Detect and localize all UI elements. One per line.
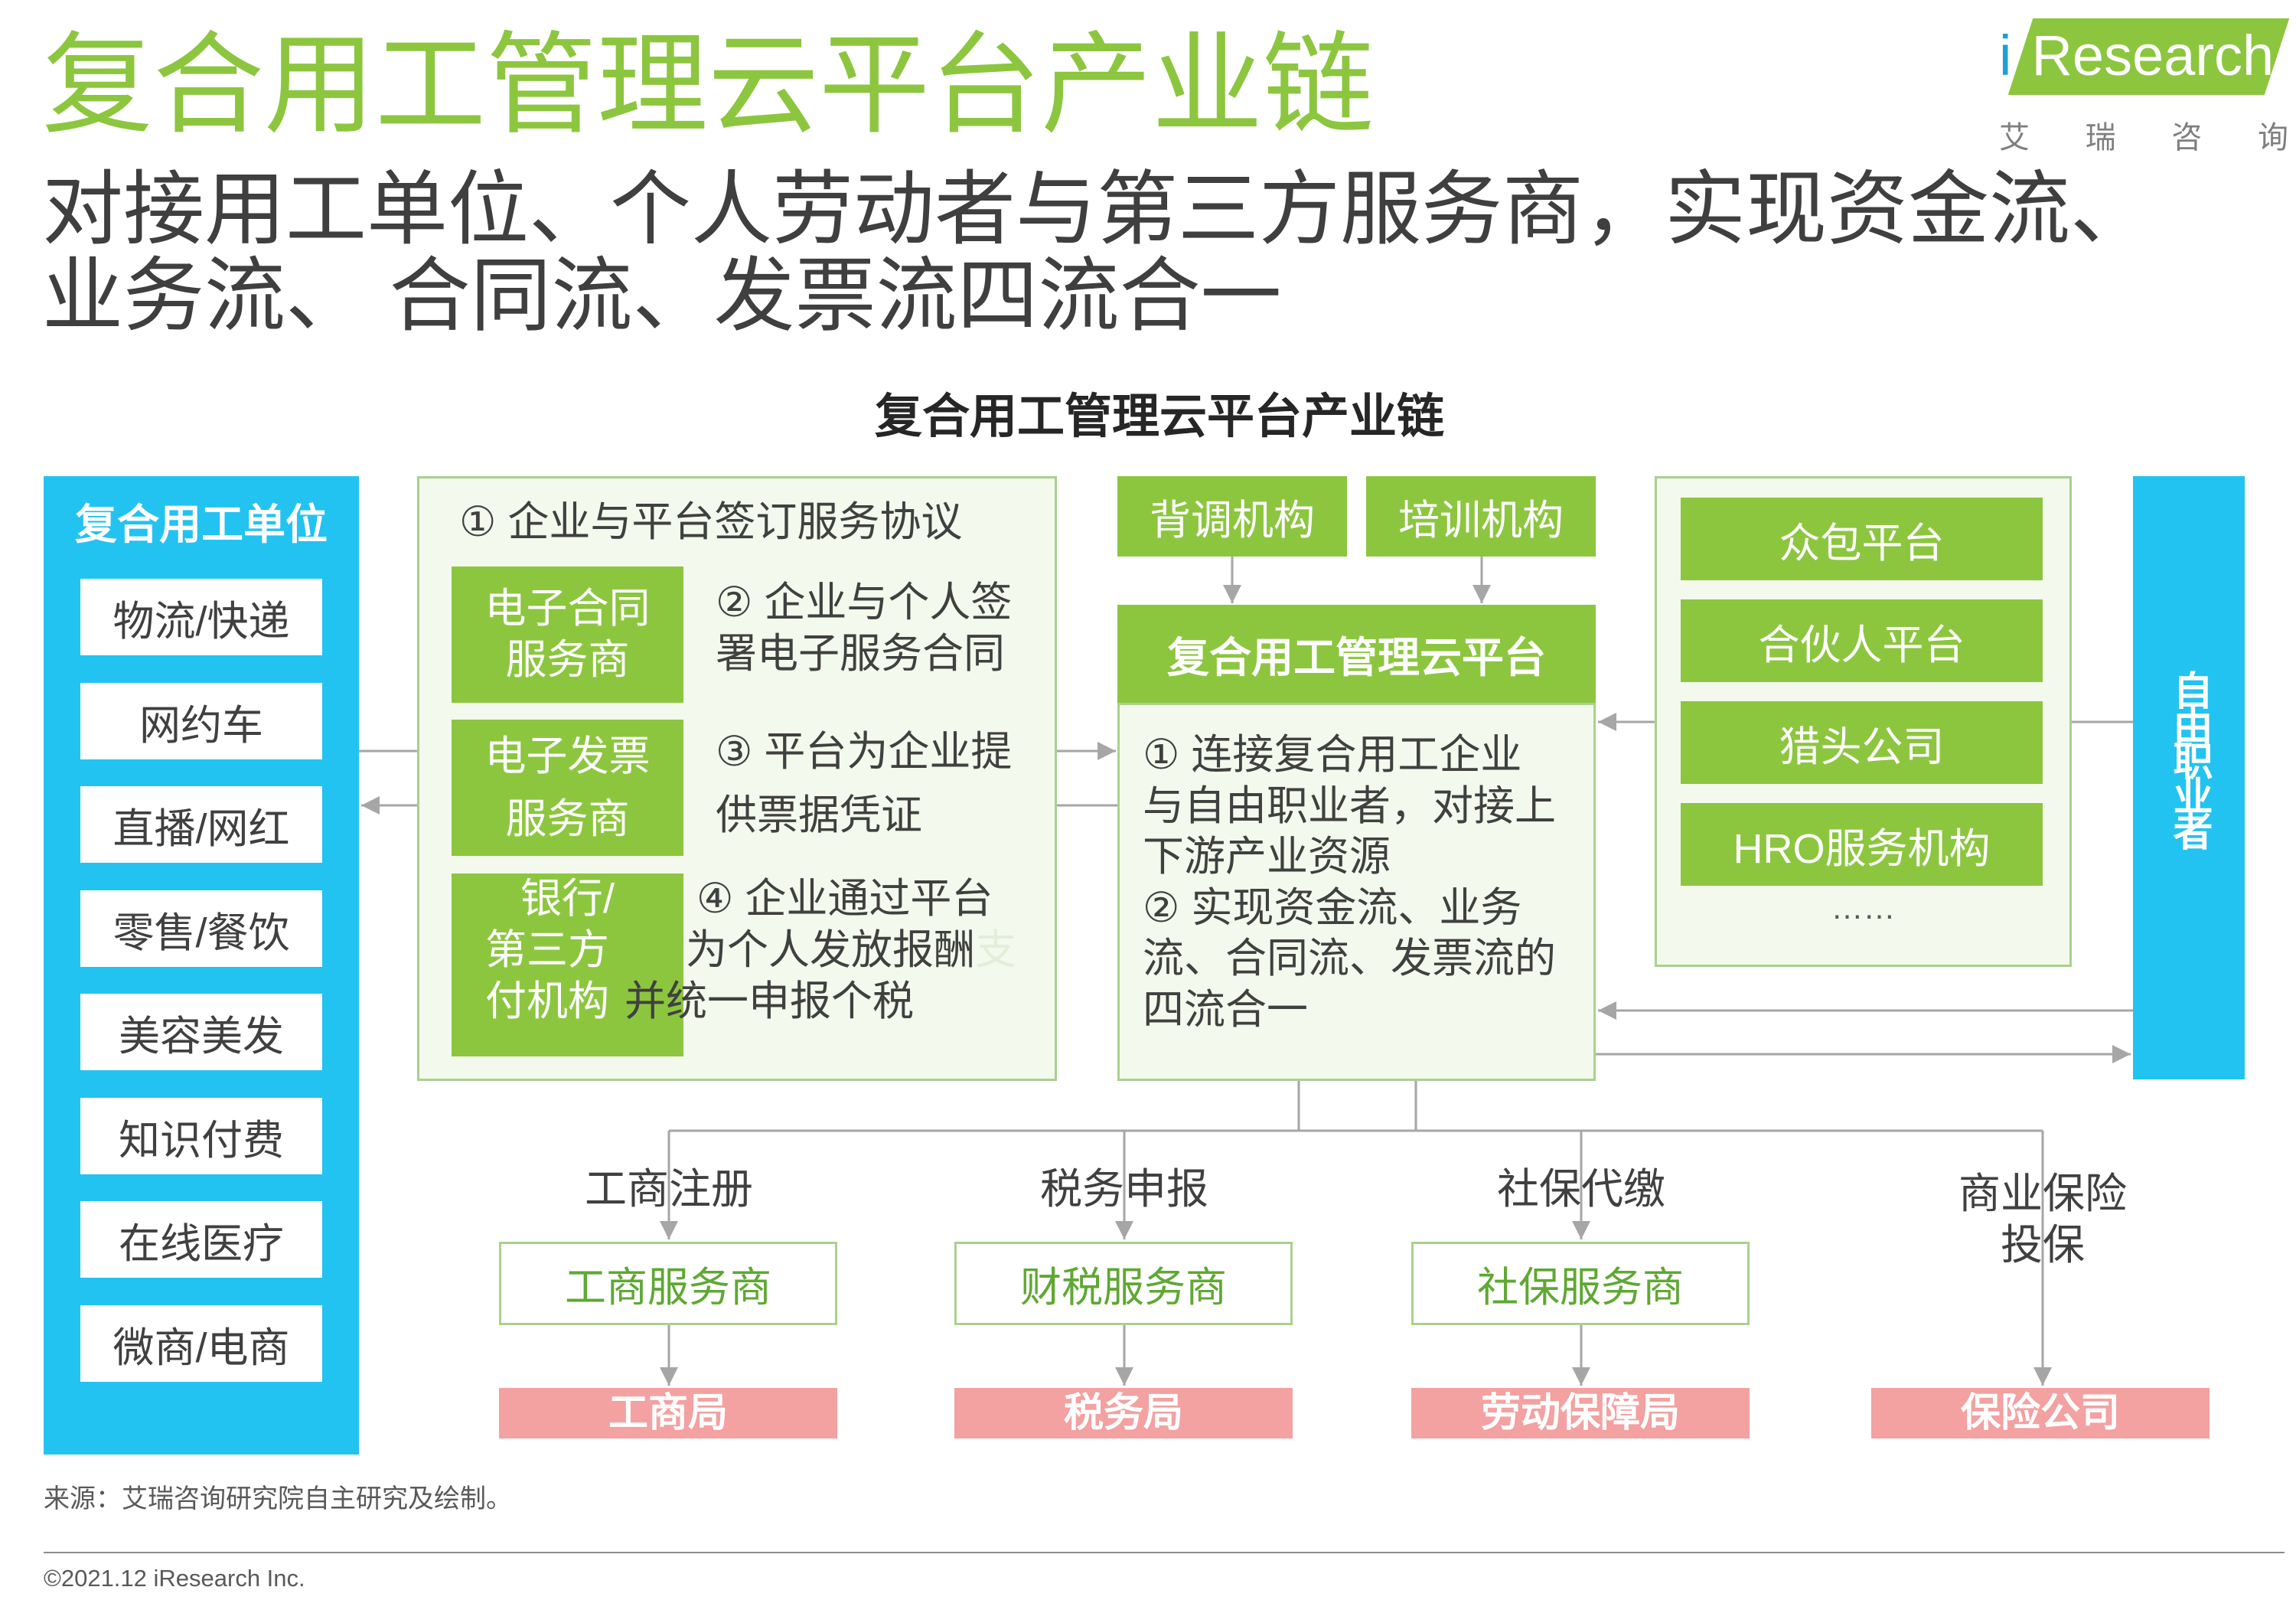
iresearch-logo: iResearch 艾瑞咨询: [1990, 15, 2290, 157]
copyright: ©2021.12 iResearch Inc.: [44, 1565, 305, 1592]
provider-label-line: 服务商: [505, 637, 630, 683]
commercial-insurance-label-line-1: 商业保险: [1958, 1170, 2127, 1217]
e-contract-provider-box: 电子合同 服务商: [452, 567, 683, 703]
tax-service-provider-box: 财税服务商: [954, 1242, 1293, 1325]
provider-label-line: 付机构: [485, 978, 609, 1024]
source-note: 来源：艾瑞咨询研究院自主研究及绘制。: [44, 1484, 512, 1513]
service-flow-panel: ① 企业与平台签订服务协议 电子合同 服务商 电子发票 服务商 银行/ 第三方 …: [417, 476, 1057, 1081]
employers-column: 复合用工单位 物流/快递 网约车 直播/网红 零售/餐饮 美容美发 知识付费 在…: [44, 476, 359, 1455]
flow-step-2-line-2: 署电子服务合同: [716, 631, 1005, 677]
employer-item: 美容美发: [80, 994, 322, 1070]
freelancers-title: 自由职业者: [2167, 670, 2211, 846]
employer-item: 直播/网红: [80, 786, 322, 863]
employer-item: 微商/电商: [80, 1305, 322, 1382]
labor-security-bureau-box: 劳动保障局: [1411, 1388, 1750, 1438]
channel-item: 众包平台: [1681, 498, 2043, 580]
flow-step-4-line-2: 为个人发放报酬支: [686, 925, 1016, 975]
page-title: 复合用工管理云平台产业链: [42, 23, 1374, 147]
background-check-box: 背调机构: [1117, 476, 1347, 557]
employer-item: 零售/餐饮: [80, 890, 322, 967]
flow-step-4-line-1: ④ 企业通过平台: [696, 876, 993, 922]
channel-more-ellipsis: ……: [1831, 890, 1896, 926]
flow-step-4-line-3: 并统一申报个税: [625, 978, 914, 1024]
employers-title: 复合用工单位: [74, 501, 328, 548]
provider-label-line: 电子发票: [484, 733, 651, 779]
platform-line: 下游产业资源: [1143, 834, 1391, 880]
business-registration-label: 工商注册: [584, 1165, 753, 1213]
insurance-company-box: 保险公司: [1871, 1388, 2210, 1438]
employer-item: 知识付费: [80, 1098, 322, 1174]
training-box: 培训机构: [1366, 476, 1596, 557]
employer-item: 物流/快递: [80, 579, 322, 655]
business-bureau-box: 工商局: [499, 1388, 837, 1438]
platform-header: 复合用工管理云平台: [1117, 605, 1596, 703]
tax-filing-label: 税务申报: [1039, 1165, 1208, 1213]
logo-chinese-name: 艾瑞咨询: [1999, 121, 2288, 155]
platform-line: 与自由职业者，对接上: [1143, 782, 1556, 829]
tax-bureau-box: 税务局: [954, 1388, 1293, 1438]
commercial-insurance-label: 商业保险 投保: [1928, 1168, 2157, 1271]
employer-item: 网约车: [80, 683, 322, 759]
page-subtitle: 对接用工单位、个人劳动者与第三方服务商，实现资金流、 业务流、 合同流、发票流四…: [42, 167, 2151, 340]
diagram-title: 复合用工管理云平台产业链: [874, 390, 1444, 443]
subtitle-line-1: 对接用工单位、个人劳动者与第三方服务商，实现资金流、: [42, 165, 2151, 255]
platform-line: ① 连接复合用工企业: [1143, 732, 1522, 778]
business-service-provider-box: 工商服务商: [499, 1242, 837, 1325]
flow-step-4-line-2-text: 为个人发放报酬: [686, 927, 975, 973]
subtitle-line-2: 业务流、 合同流、发票流四流合一: [42, 251, 1282, 341]
freelancer-channels-panel: 众包平台 合伙人平台 猎头公司 HRO服务机构 ……: [1655, 476, 2072, 967]
commercial-insurance-label-line-2: 投保: [2000, 1221, 2085, 1269]
provider-label-line: 服务商: [505, 796, 630, 842]
flow-step-2-line-1: ② 企业与个人签: [716, 580, 1013, 625]
payment-provider-box: 银行/ 第三方 付机构: [452, 873, 683, 1056]
provider-label-line: 第三方: [485, 927, 609, 973]
flow-step-4-faint-char: 支: [975, 927, 1016, 973]
platform-line: 流、合同流、发票流的: [1143, 936, 1556, 981]
flow-step-1: ① 企业与平台签订服务协议: [459, 499, 963, 545]
flow-step-3-line-1: ③ 平台为企业提: [716, 729, 1013, 775]
e-invoice-provider-box: 电子发票 服务商: [452, 720, 683, 856]
provider-label-line: 银行/: [520, 876, 615, 922]
platform-body: ① 连接复合用工企业 与自由职业者，对接上 下游产业资源 ② 实现资金流、业务 …: [1117, 703, 1596, 1081]
platform-line: 四流合一: [1143, 986, 1308, 1033]
flow-step-3-line-2: 供票据凭证: [716, 792, 922, 838]
freelancers-column: 自由职业者: [2133, 476, 2245, 1079]
footer-divider: [44, 1552, 2285, 1553]
social-security-provider-box: 社保服务商: [1411, 1242, 1750, 1325]
channel-item: HRO服务机构: [1681, 803, 2043, 886]
channel-item: 合伙人平台: [1681, 599, 2043, 682]
platform-line: ② 实现资金流、业务: [1143, 884, 1522, 931]
employer-item: 在线医疗: [80, 1201, 322, 1278]
social-security-label: 社保代缴: [1496, 1165, 1665, 1213]
provider-label-line: 电子合同: [484, 586, 651, 632]
freelancers-title-wrap: 自由职业者: [2133, 670, 2245, 846]
logo-wordmark: iResearch: [1999, 24, 2275, 87]
channel-item: 猎头公司: [1681, 701, 2043, 784]
